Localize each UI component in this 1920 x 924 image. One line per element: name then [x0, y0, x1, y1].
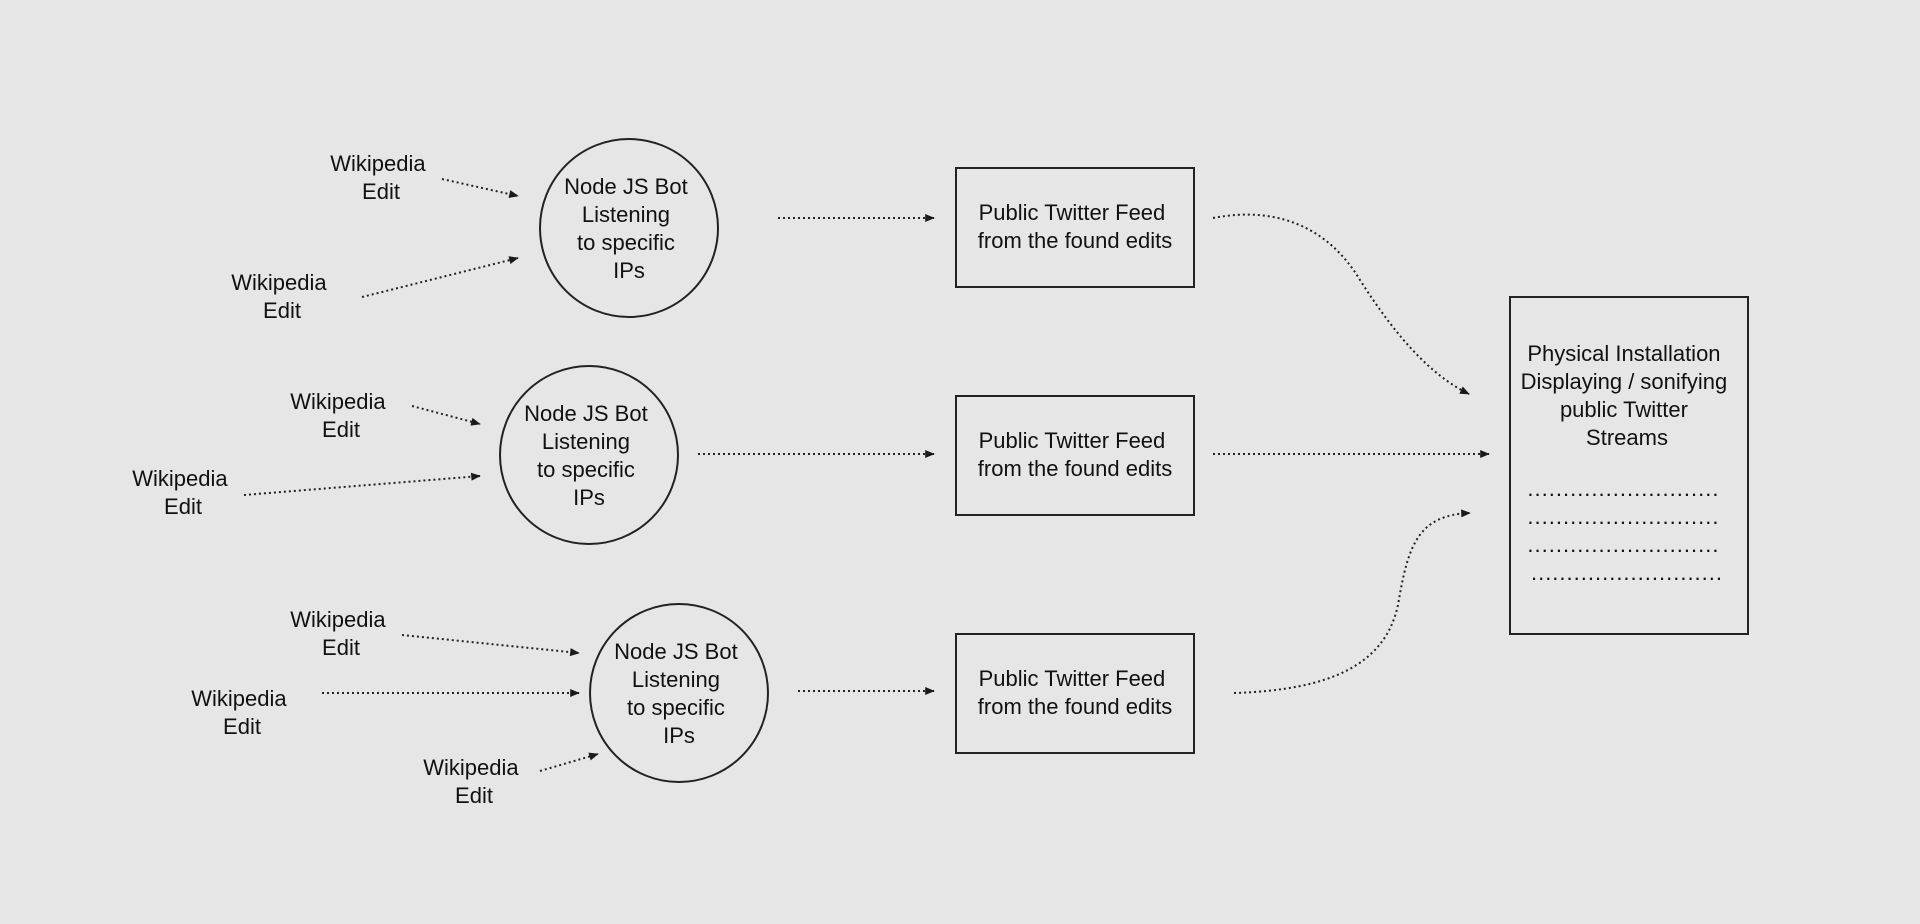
- edge-arrow: [411, 405, 481, 426]
- source-label: Wikipedia Edit: [330, 151, 432, 204]
- installation-box: [1509, 296, 1749, 635]
- twitter-feed-box: [955, 395, 1195, 516]
- twitter-feed-box: [955, 633, 1195, 754]
- twitter-feed-label: Public Twitter Feed from the found edits: [978, 200, 1172, 253]
- edge-arrow: [243, 472, 481, 496]
- bot-node-label: Node JS Bot Listening to specific IPs: [524, 401, 654, 510]
- edge-arrow: [1212, 213, 1470, 395]
- installation: Physical Installation Displaying / sonif…: [1509, 296, 1749, 635]
- bot-node-label: Node JS Bot Listening to specific IPs: [614, 639, 744, 748]
- twitter-feed-label: Public Twitter Feed from the found edits: [978, 428, 1172, 481]
- source-label: Wikipedia Edit: [290, 389, 392, 442]
- row-2: Wikipedia Edit Wikipedia Edit Node JS Bo…: [132, 365, 1490, 545]
- edge-arrow: [401, 634, 580, 657]
- edge-arrow: [361, 256, 519, 298]
- bot-node: [539, 138, 719, 318]
- edge-arrow: [1233, 509, 1471, 694]
- row-1: Wikipedia Edit Wikipedia Edit Node JS Bo…: [231, 138, 1470, 395]
- bot-node: [499, 365, 679, 545]
- installation-label: Physical Installation Displaying / sonif…: [1521, 341, 1734, 450]
- edge-arrow: [539, 752, 599, 772]
- installation-placeholder-lines: ........................... ............…: [1527, 476, 1726, 585]
- source-label: Wikipedia Edit: [132, 466, 234, 519]
- twitter-feed-label: Public Twitter Feed from the found edits: [978, 666, 1172, 719]
- source-label: Wikipedia Edit: [290, 607, 392, 660]
- bot-node-label: Node JS Bot Listening to specific IPs: [564, 174, 694, 283]
- edge-arrow: [441, 178, 519, 198]
- bot-node: [589, 603, 769, 783]
- source-label: Wikipedia Edit: [191, 686, 293, 739]
- source-label: Wikipedia Edit: [231, 270, 333, 323]
- twitter-feed-box: [955, 167, 1195, 288]
- source-label: Wikipedia Edit: [423, 755, 525, 808]
- row-3: Wikipedia Edit Wikipedia Edit Wikipedia …: [191, 509, 1471, 808]
